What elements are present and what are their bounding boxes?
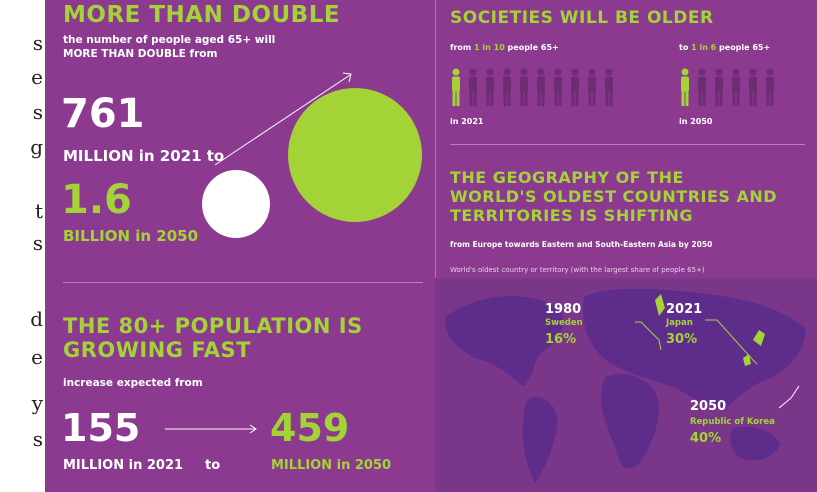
edge-letter: s [32, 231, 43, 255]
map-leader-1980 [635, 321, 662, 351]
growth-arrow-line [214, 74, 351, 166]
geo-country-2021: Japan [666, 318, 693, 328]
edge-letter: d [30, 307, 43, 331]
person-icon [537, 68, 545, 106]
older-from-suffix: people 65+ [504, 43, 559, 52]
edge-letter: s [32, 31, 43, 55]
person-icon [605, 68, 613, 106]
person-icon [698, 68, 706, 106]
older-to-ratio: 1 in 6 [691, 43, 717, 52]
world-map [435, 278, 817, 492]
map-korea-highlight [743, 354, 751, 366]
map-sweden-highlight [655, 294, 665, 316]
eighty-label-2021: MILLION in 2021 [63, 458, 184, 473]
person-icon [554, 68, 562, 106]
person-icon [732, 68, 740, 106]
person-icon [469, 68, 477, 106]
edge-letter: t [34, 199, 43, 223]
eighty-sub: increase expected from [63, 377, 203, 389]
geo-year-2021: 2021 [666, 302, 703, 317]
growth-arrow-head [342, 72, 352, 83]
eighty-to-word: to [205, 458, 221, 473]
person-icon [452, 68, 460, 106]
person-icon [520, 68, 528, 106]
double-sub-line1: the number of people aged 65+ will [63, 34, 276, 46]
infographic-panel: MORE THAN DOUBLE the number of people ag… [45, 0, 817, 492]
person-icon [749, 68, 757, 106]
older-from-ratio: 1 in 10 [474, 43, 505, 52]
person-icon [486, 68, 494, 106]
map-australia [730, 426, 780, 461]
eighty-number-2021: 155 [61, 406, 141, 450]
geo-year-1980: 1980 [545, 302, 582, 317]
double-number-2050: 1.6 [61, 177, 132, 223]
map-leader-2021 [705, 319, 758, 365]
geo-share-1980: 16% [545, 332, 577, 347]
geo-title-line3: TERRITORIES IS SHIFTING [450, 206, 693, 225]
page-edge-text: s e s g t s d e y s [0, 0, 45, 492]
edge-letter: g [30, 135, 43, 159]
map-eurasia [582, 288, 806, 410]
geo-title-line2: WORLD'S OLDEST COUNTRIES AND [450, 187, 778, 206]
map-north-america [445, 296, 564, 386]
person-icon [681, 68, 689, 106]
eighty-number-2050: 459 [270, 406, 350, 450]
double-number-2021: 761 [61, 91, 145, 137]
double-sub-line2: MORE THAN DOUBLE from [63, 48, 218, 60]
section-divider-left [63, 282, 423, 283]
older-year-2050: in 2050 [679, 117, 713, 126]
geo-share-2050: 40% [690, 431, 722, 446]
older-title: SOCIETIES WILL BE OLDER [450, 8, 714, 28]
map-south-america [522, 397, 558, 483]
geo-title-line1: THE GEOGRAPHY OF THE [450, 168, 684, 187]
person-icon [588, 68, 596, 106]
edge-letter: s [32, 100, 43, 124]
older-from-prefix: from [450, 43, 475, 52]
older-to-prefix: to [679, 43, 692, 52]
map-africa [600, 374, 659, 469]
double-label-2021: MILLION in 2021 to [63, 147, 225, 165]
edge-letter: s [32, 427, 43, 451]
growth-circles-graphic [202, 72, 422, 238]
edge-letter: e [31, 345, 43, 369]
double-label-2050: BILLION in 2050 [63, 227, 199, 245]
column-divider [435, 0, 436, 492]
person-icon [571, 68, 579, 106]
edge-letter: y [31, 391, 43, 415]
eighty-arrow-head [249, 424, 257, 434]
geo-year-2050: 2050 [690, 399, 727, 414]
eighty-label-2050: MILLION in 2050 [271, 458, 392, 473]
people-row-2050 [679, 68, 776, 106]
eighty-title-line1: THE 80+ POPULATION IS [63, 314, 363, 338]
person-icon [766, 68, 774, 106]
geo-note: World's oldest country or territory (wit… [450, 266, 705, 274]
eighty-title-line2: GROWING FAST [63, 338, 251, 362]
geo-sub: from Europe towards Eastern and South-Ea… [450, 240, 713, 249]
map-japan-highlight [753, 330, 765, 346]
people-row-2021 [450, 68, 615, 106]
person-icon [715, 68, 723, 106]
section-divider-right [450, 144, 805, 145]
edge-letter: e [31, 65, 43, 89]
older-to-suffix: people 65+ [716, 43, 771, 52]
circle-2050 [288, 88, 422, 222]
geo-country-1980: Sweden [545, 318, 583, 328]
older-from-text: from 1 in 10 people 65+ [450, 43, 559, 52]
circle-2021 [202, 170, 270, 238]
double-title: MORE THAN DOUBLE [63, 2, 341, 28]
older-year-2021: in 2021 [450, 117, 484, 126]
geo-country-2050: Republic of Korea [690, 417, 775, 427]
geo-share-2021: 30% [666, 332, 698, 347]
person-icon [503, 68, 511, 106]
map-leader-2050 [778, 385, 800, 409]
older-to-text: to 1 in 6 people 65+ [679, 43, 770, 52]
eighty-arrow [165, 424, 257, 434]
